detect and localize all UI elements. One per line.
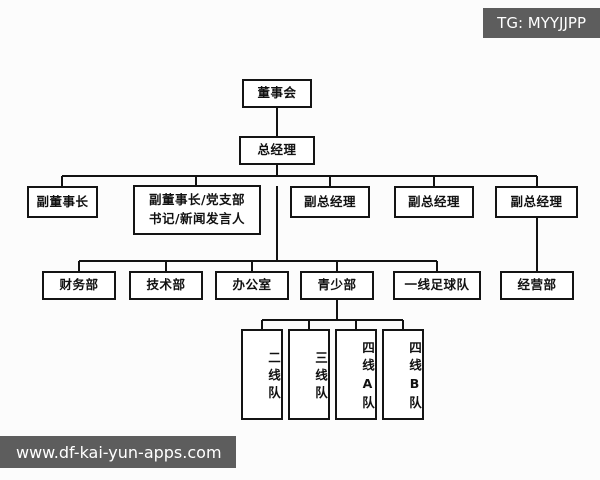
node-label: 副董事长 bbox=[36, 193, 89, 209]
node-label: 副总经理 bbox=[407, 193, 460, 209]
node-label: 办公室 bbox=[232, 277, 272, 293]
node-label: 四线B队 bbox=[407, 341, 422, 414]
node-label: 财务部 bbox=[59, 277, 99, 293]
node-label-line-2: 书记/新闻发言人 bbox=[148, 211, 246, 226]
node-label: 副总经理 bbox=[303, 193, 356, 209]
node-vice-chairman-party-secretary-spokesperson[interactable]: 副董事长/党支部 书记/新闻发言人 bbox=[133, 185, 261, 235]
node-deputy-general-manager-2[interactable]: 副总经理 bbox=[394, 186, 474, 218]
node-team-third[interactable]: 三线队 bbox=[288, 329, 330, 420]
node-deputy-general-manager-1[interactable]: 副总经理 bbox=[290, 186, 370, 218]
node-team-fourth-b[interactable]: 四线B队 bbox=[382, 329, 424, 420]
node-label: 总经理 bbox=[257, 142, 297, 158]
watermark-banner: www.df-kai-yun-apps.com bbox=[0, 436, 236, 468]
node-label: 经营部 bbox=[517, 277, 557, 293]
node-label: 青少部 bbox=[317, 277, 357, 293]
node-label: 二线队 bbox=[266, 351, 281, 404]
node-label: 一线足球队 bbox=[404, 277, 470, 293]
tag-badge: TG: MYYJJPP bbox=[483, 8, 600, 38]
node-label: 副总经理 bbox=[510, 193, 563, 209]
node-label: 三线队 bbox=[313, 351, 328, 404]
node-label: 技术部 bbox=[146, 277, 186, 293]
node-finance-department[interactable]: 财务部 bbox=[42, 271, 116, 300]
node-first-team[interactable]: 一线足球队 bbox=[393, 271, 481, 300]
node-team-second[interactable]: 二线队 bbox=[241, 329, 283, 420]
node-label: 四线A队 bbox=[360, 341, 375, 414]
watermark-label: www.df-kai-yun-apps.com bbox=[16, 442, 222, 462]
node-board-of-directors[interactable]: 董事会 bbox=[242, 79, 312, 108]
node-operations-department[interactable]: 经营部 bbox=[500, 271, 574, 300]
node-youth-department[interactable]: 青少部 bbox=[300, 271, 374, 300]
node-label: 董事会 bbox=[257, 85, 297, 101]
node-team-fourth-a[interactable]: 四线A队 bbox=[335, 329, 377, 420]
node-general-manager[interactable]: 总经理 bbox=[239, 136, 315, 165]
node-label-line-1: 副董事长/党支部 bbox=[148, 192, 246, 208]
node-office[interactable]: 办公室 bbox=[215, 271, 289, 300]
node-technology-department[interactable]: 技术部 bbox=[129, 271, 203, 300]
node-vice-chairman[interactable]: 副董事长 bbox=[27, 186, 98, 218]
node-deputy-general-manager-3[interactable]: 副总经理 bbox=[495, 186, 578, 218]
tag-badge-label: TG: MYYJJPP bbox=[497, 14, 586, 32]
